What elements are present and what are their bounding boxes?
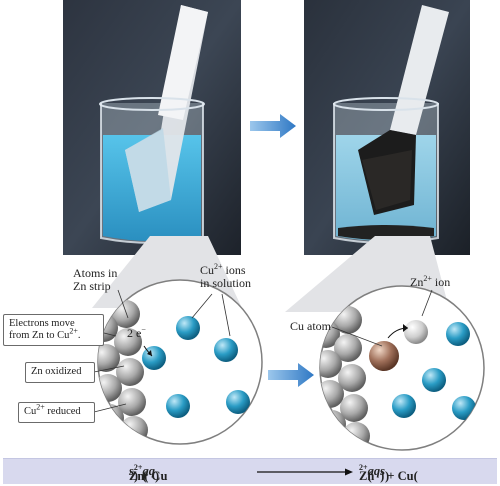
two-electrons-label: 2 e−: [127, 327, 146, 340]
cu-atom-label: Cu atom: [290, 320, 331, 333]
zn-ion-label: Zn2+ ion: [410, 276, 450, 289]
zn-oxidized-callout: Zn oxidized: [25, 362, 95, 383]
cu-ions-in-solution-label: Cu2+ ions in solution: [200, 264, 251, 290]
atoms-in-zn-strip-label: Atoms in Zn strip: [73, 267, 117, 293]
cu-reduced-callout: Cu2+ reduced: [18, 402, 95, 423]
electrons-move-callout: Electrons move from Zn to Cu2+.: [3, 314, 104, 346]
reaction-arrow-icon: [257, 468, 353, 476]
